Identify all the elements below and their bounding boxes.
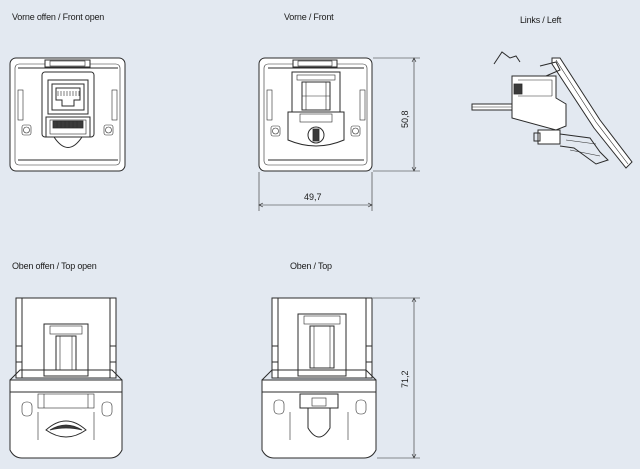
- title-top-open: Oben offen / Top open: [12, 261, 97, 271]
- top-open-view: [9, 297, 123, 459]
- dim-top-height: 71,2: [400, 370, 410, 388]
- title-front-open: Vorne offen / Front open: [12, 12, 105, 22]
- dim-front-height: 50,8: [400, 110, 410, 128]
- title-top: Oben / Top: [290, 261, 332, 271]
- front-open-view: [9, 57, 126, 172]
- front-view: 50,8 49,7: [258, 57, 420, 211]
- left-view: [471, 51, 633, 169]
- title-left: Links / Left: [520, 15, 562, 25]
- dim-front-width: 49,7: [304, 192, 322, 202]
- top-view: 71,2: [261, 297, 420, 459]
- title-front: Vorne / Front: [284, 12, 334, 22]
